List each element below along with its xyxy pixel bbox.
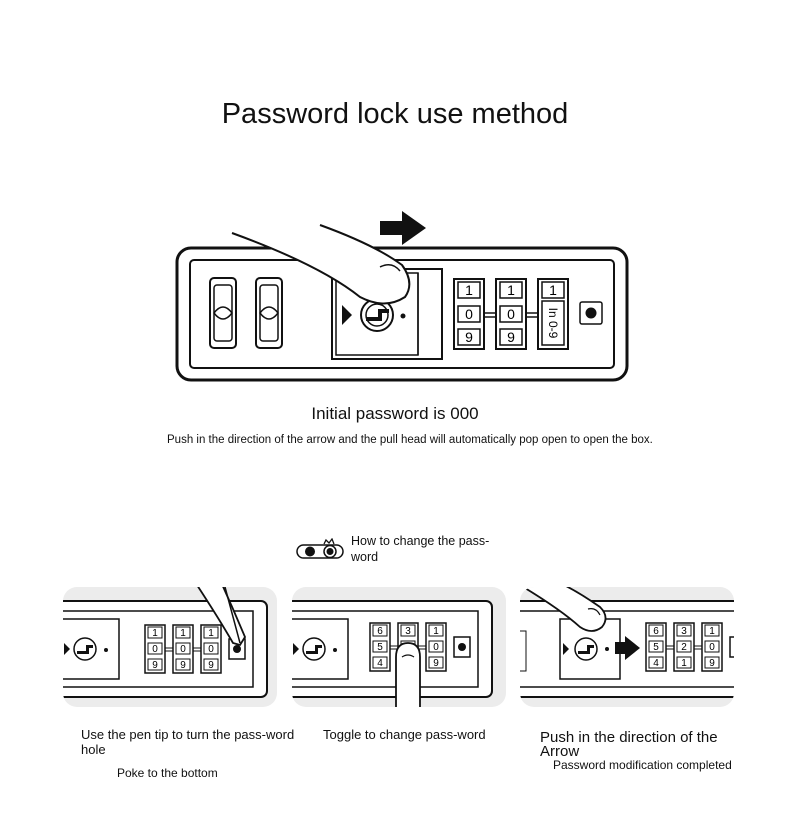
finger-icon <box>231 224 411 305</box>
step-1-reset-hole-icon <box>233 645 241 653</box>
push-arrow-icon <box>615 636 640 660</box>
svg-text:9: 9 <box>709 658 715 669</box>
step-3-dials: 6 5 4 3 2 1 1 0 9 <box>645 622 723 672</box>
svg-text:6: 6 <box>653 626 659 637</box>
svg-text:0: 0 <box>152 644 158 655</box>
finger-icon <box>521 587 607 632</box>
dial-2-top: 1 <box>507 282 515 298</box>
svg-text:1: 1 <box>152 628 158 639</box>
finger-icon <box>395 642 421 707</box>
push-arrow-icon <box>380 211 426 245</box>
svg-text:9: 9 <box>433 658 439 669</box>
svg-text:9: 9 <box>180 660 186 671</box>
dial-1-bottom: 9 <box>465 329 473 345</box>
step-3-subcaption: Password modification completed <box>553 758 732 772</box>
step-1-dials: 1 0 9 1 0 9 1 0 9 <box>144 624 222 674</box>
svg-text:1: 1 <box>433 626 439 637</box>
svg-text:3: 3 <box>681 626 687 637</box>
pen-tip-icon <box>197 587 247 647</box>
svg-text:5: 5 <box>653 642 659 653</box>
slot-left <box>209 277 237 349</box>
step-1-subcaption: Poke to the bottom <box>117 766 218 780</box>
step-3-panel: 6 5 4 3 2 1 1 0 9 <box>520 587 734 707</box>
step-2-caption: Toggle to change pass-word <box>323 727 486 742</box>
dial-3-range: In 0-9 <box>546 308 560 339</box>
svg-text:1: 1 <box>208 628 214 639</box>
dial-2-bottom: 9 <box>507 329 515 345</box>
svg-text:1: 1 <box>180 628 186 639</box>
svg-text:3: 3 <box>405 626 411 637</box>
svg-text:9: 9 <box>208 660 214 671</box>
page-title: Password lock use method <box>221 98 569 130</box>
step-3-caption: Push in the direction of the Arrow <box>540 729 718 760</box>
keyhole-icon <box>342 298 406 332</box>
dial-1-middle: 0 <box>465 306 473 322</box>
step-1-caption: Use the pen tip to turn the pass-word ho… <box>81 727 295 757</box>
svg-text:4: 4 <box>653 658 659 669</box>
svg-text:0: 0 <box>180 644 186 655</box>
svg-text:0: 0 <box>208 644 214 655</box>
svg-text:5: 5 <box>377 642 383 653</box>
svg-text:9: 9 <box>152 660 158 671</box>
svg-text:0: 0 <box>433 642 439 653</box>
svg-text:6: 6 <box>377 626 383 637</box>
slide-toggle-icon <box>296 538 344 559</box>
step-1-illustration: 1 0 9 1 0 9 1 0 9 <box>63 587 268 698</box>
svg-text:1: 1 <box>709 626 715 637</box>
instruction-text: Push in the direction of the arrow and t… <box>167 434 653 446</box>
reset-hole-icon <box>585 307 597 319</box>
change-password-heading: How to change the pass-word <box>351 534 490 564</box>
dial-2-middle: 0 <box>507 306 515 322</box>
initial-password-text: Initial password is 000 <box>311 404 479 423</box>
svg-text:0: 0 <box>709 642 715 653</box>
slot-right <box>255 277 283 349</box>
svg-text:4: 4 <box>377 658 383 669</box>
step-2-panel: 6 5 4 3 2 1 1 0 9 <box>292 587 506 707</box>
svg-text:1: 1 <box>681 658 687 669</box>
step-1-panel: 1 0 9 1 0 9 1 0 9 <box>63 587 277 707</box>
dial-group: 1 0 9 1 0 9 1 In 0-9 <box>453 278 569 350</box>
svg-text:2: 2 <box>681 642 687 653</box>
step-3-illustration: 6 5 4 3 2 1 1 0 9 <box>520 587 734 698</box>
main-lock-illustration: 1 0 9 1 0 9 1 In 0-9 <box>175 211 629 382</box>
dial-1-top: 1 <box>465 282 473 298</box>
step-2-illustration: 6 5 4 3 2 1 1 0 9 <box>292 600 493 707</box>
dial-3-top: 1 <box>549 282 557 298</box>
